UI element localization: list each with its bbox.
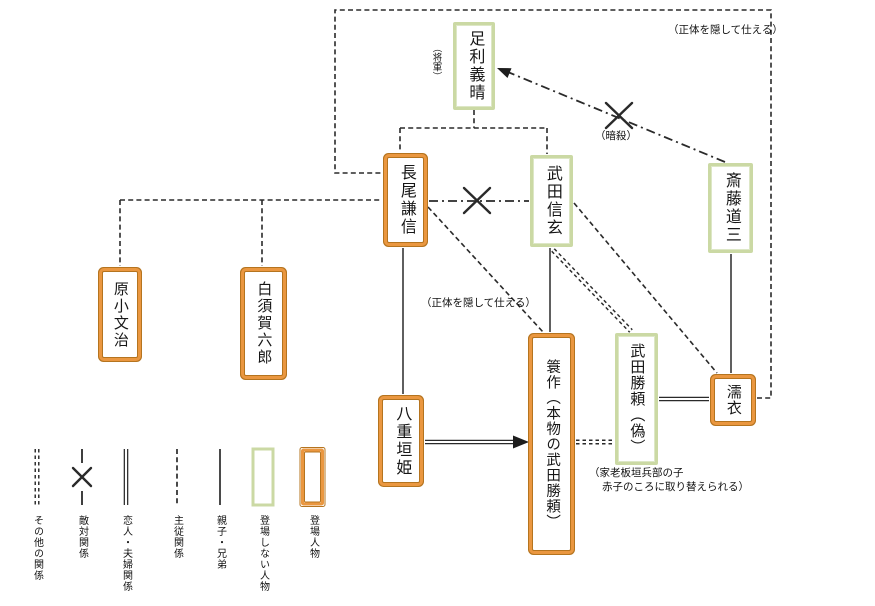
appearing-box-symbol [299, 447, 326, 507]
annotation-changeling-line2: 赤子のころに取り替えられる） [602, 480, 749, 493]
line-nureginu-kenshin-routed [334, 9, 772, 399]
character-box-yaegaki-hime: 八重垣姫 [379, 396, 423, 486]
legend-item-couple-relation: 恋人・夫婦関係 [104, 446, 148, 592]
character-name: 武田勝頼（偽） [628, 343, 646, 455]
master-servant-symbol [176, 449, 178, 505]
legend-label: 主従関係 [171, 515, 183, 559]
legend-item-hostile-relation: 敵対関係 [60, 446, 104, 559]
arrowhead-to-minosaku [513, 435, 529, 449]
character-name: 簑作（本物の武田勝頼） [544, 358, 561, 530]
character-name: 白須賀六郎 [255, 281, 273, 366]
hostile-relation-symbol [71, 449, 93, 505]
annotation-serve-hidden-top: （正体を隠して仕える） [668, 24, 783, 36]
character-name: 長尾謙信 [397, 164, 415, 236]
legend-label: 敵対関係 [76, 515, 88, 559]
character-box-hara-kobunji: 原小文治 [99, 268, 141, 361]
character-box-takeda-katsuyori-fake: 武田勝頼（偽） [615, 333, 658, 465]
line-kenshin-minosaku [427, 206, 544, 333]
character-name: 原小文治 [111, 280, 129, 349]
annotation-shogun: （将軍） [430, 43, 442, 81]
legend-item-non-appearing: 登場しない人物 [241, 446, 285, 592]
legend-item-appearing: 登場人物 [291, 446, 335, 559]
character-name: 足利義晴 [466, 30, 484, 102]
character-name: 八重垣姫 [393, 405, 411, 477]
line-shingen-nureginu [573, 202, 718, 374]
character-name: 斎藤道三 [722, 172, 740, 244]
character-name: 濡衣 [724, 384, 742, 416]
character-box-saito-dosan: 斎藤道三 [708, 163, 753, 253]
legend-item-other-relation: その他の関係 [15, 446, 59, 581]
legend-item-parent-child: 親子・兄弟 [198, 446, 242, 570]
other-relation-symbol [34, 449, 40, 505]
character-box-shirasuga-rokuro: 白須賀六郎 [241, 268, 286, 379]
character-box-takeda-shingen: 武田信玄 [530, 155, 573, 247]
legend-item-master-servant: 主従関係 [155, 446, 199, 559]
legend-label: 登場しない人物 [257, 515, 269, 592]
hostile-x-kenshin-shingen [462, 186, 492, 215]
legend-label: 登場人物 [307, 515, 319, 559]
couple-relation-symbol [123, 449, 129, 505]
parent-child-symbol [219, 449, 221, 505]
character-name: 武田信玄 [543, 165, 561, 237]
legend-label: 恋人・夫婦関係 [120, 515, 132, 592]
annotation-serve-hidden-mid: （正体を隠して仕える） [421, 297, 536, 309]
character-box-minosaku: 簑作（本物の武田勝頼） [529, 334, 574, 554]
character-box-nagao-kenshin: 長尾謙信 [384, 154, 427, 246]
annotation-changeling: （家老板垣兵部の子 赤子のころに取り替えられる） [589, 467, 749, 494]
legend-label: その他の関係 [31, 515, 43, 581]
character-box-ashikaga-yoshiharu: 足利義晴 [453, 22, 495, 110]
hostile-x-assassination [604, 101, 634, 130]
annotation-assassination: （暗殺） [595, 130, 637, 142]
non-appearing-box-symbol [251, 447, 275, 507]
annotation-changeling-line1: （家老板垣兵部の子 [589, 467, 684, 479]
character-box-nureginu: 濡衣 [711, 375, 755, 425]
arrowhead-to-yoshiharu [497, 68, 512, 78]
legend-label: 親子・兄弟 [214, 515, 226, 570]
